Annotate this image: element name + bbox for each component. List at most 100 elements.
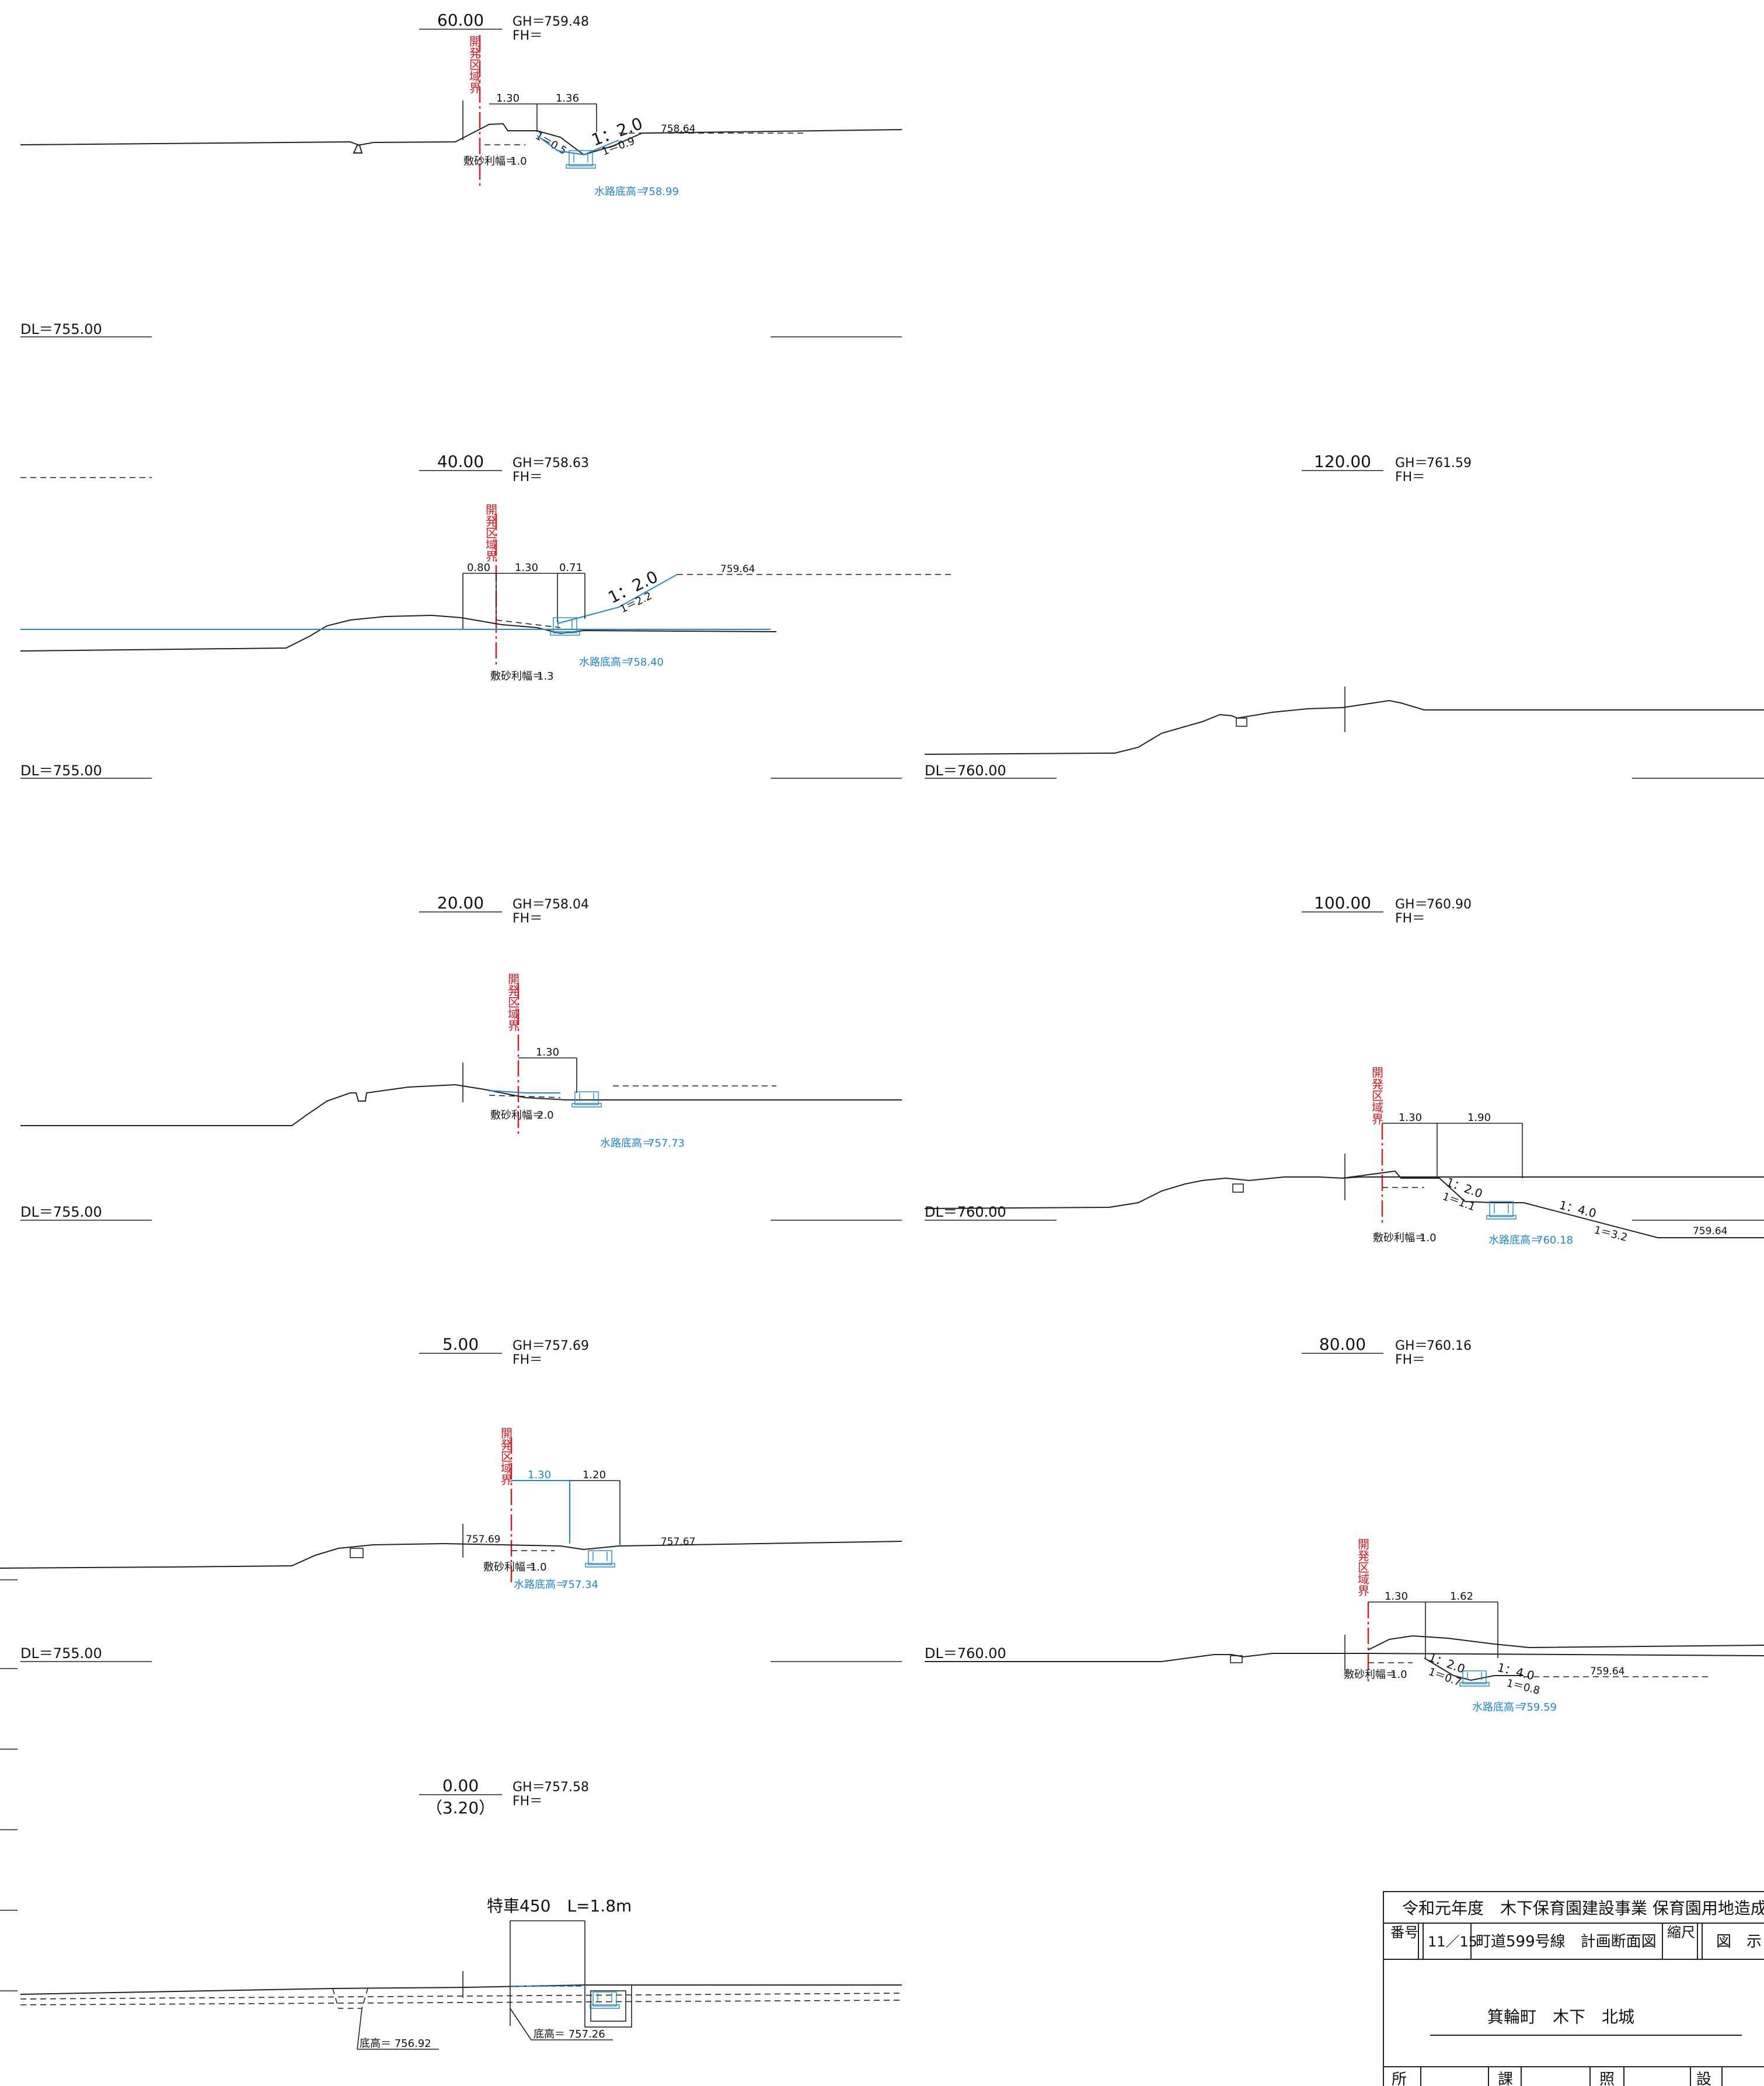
level-label: 759.64 xyxy=(720,563,755,575)
gravel-prefix: 敷砂利幅＝ xyxy=(463,155,516,168)
boundary-label: 開発区域界 xyxy=(1358,1537,1369,1598)
station-label: 5.00 xyxy=(442,1335,479,1354)
dim-2: 1.30 xyxy=(515,562,538,574)
svg-text:開発区域界: 開発区域界 xyxy=(469,34,481,95)
gravel-value: 1.0 xyxy=(510,155,527,168)
bottom-2: 底高＝ 757.26 xyxy=(534,2028,605,2040)
channel-bottom-prefix: 水路底高＝ xyxy=(600,1137,653,1150)
channel-bottom-value: 760.18 xyxy=(1536,1234,1573,1246)
fh-label: FH＝ xyxy=(1395,1353,1425,1367)
station-label: 20.00 xyxy=(437,893,484,913)
sheet-number: 11／15 xyxy=(1428,1934,1477,1950)
gravel-prefix: 敷砂利幅＝ xyxy=(483,1561,536,1573)
channel-bottom-value: 757.34 xyxy=(562,1579,598,1591)
channel-bottom-value: 758.99 xyxy=(642,186,679,198)
channel-icon xyxy=(550,617,580,636)
fh-label: FH＝ xyxy=(513,1794,542,1809)
scale-value: 図 示 xyxy=(1716,1933,1762,1951)
channel-icon xyxy=(566,150,596,169)
gh-prefix: GH＝ xyxy=(1395,897,1428,912)
gh-prefix: GH＝ xyxy=(513,897,545,912)
gh-value: 757.58 xyxy=(544,1780,589,1795)
fh-label: FH＝ xyxy=(1395,470,1425,485)
station-label: 120.00 xyxy=(1314,452,1371,471)
datum-label: DL＝760.00 xyxy=(925,1204,1006,1220)
dim-1: 1.30 xyxy=(1399,1112,1422,1124)
roadside-ditch xyxy=(350,1548,364,1558)
channel-bottom-prefix: 水路底高＝ xyxy=(1472,1701,1525,1714)
scale-label: 縮尺 xyxy=(1667,1924,1695,1941)
no-label-1: 番号 xyxy=(1390,1924,1418,1941)
boundary-label: 開発区域界 xyxy=(469,34,481,95)
location: 箕輪町 木下 北城 xyxy=(1487,2007,1634,2026)
datum-label: DL＝755.00 xyxy=(20,1645,102,1662)
gravel-value: 1.0 xyxy=(530,1561,547,1573)
gh-prefix: GH＝ xyxy=(1395,456,1428,471)
channel-bottom-value: 759.59 xyxy=(1520,1701,1557,1714)
dim-2: 1.36 xyxy=(556,92,579,105)
project-title: 令和元年度 木下保育園建設事業 保育園用地造成工 xyxy=(1402,1899,1764,1918)
channel-bottom-value: 758.40 xyxy=(627,656,664,668)
channel-icon xyxy=(571,1091,602,1108)
fh-label: FH＝ xyxy=(513,1353,542,1367)
boundary-label: 開発区域界 xyxy=(508,972,520,1033)
gh-value: 758.63 xyxy=(544,456,589,471)
boundary-label: 開発区域界 xyxy=(1372,1065,1383,1126)
gh-value: 760.90 xyxy=(1427,897,1472,912)
station-label: 60.00 xyxy=(437,11,484,30)
gravel-prefix: 敷砂利幅＝ xyxy=(1344,1669,1396,1681)
dim-2: 1.90 xyxy=(1467,1112,1491,1124)
datum-label: DL＝755.00 xyxy=(20,321,102,337)
gh-prefix: GH＝ xyxy=(513,1780,545,1795)
gh-value: 758.04 xyxy=(544,897,589,912)
datum-label: DL＝760.00 xyxy=(925,762,1006,779)
station-label: 80.00 xyxy=(1319,1335,1366,1354)
section-60: 60.00 GH＝ 759.48 FH＝ 開発区域界 1.30 1.36 1：2… xyxy=(20,11,902,478)
station-sub: （3.20） xyxy=(426,1798,495,1817)
station-label: 100.00 xyxy=(1314,893,1371,913)
station-label: 40.00 xyxy=(437,452,484,471)
slope-1: 1＝0.5 xyxy=(534,130,569,157)
gravel-prefix: 敷砂利幅＝ xyxy=(490,670,543,682)
channel-icon xyxy=(590,1991,620,2009)
row-label-3: 照 xyxy=(1599,2071,1615,2086)
row-label-4: 設 xyxy=(1696,2071,1711,2086)
section-0: 0.00 （3.20） GH＝ 757.58 FH＝ 特車450 L=1.8m … xyxy=(20,1776,902,2050)
dim-1: 0.80 xyxy=(467,562,490,574)
title-block: 令和元年度 木下保育園建設事業 保育園用地造成工 番号 11／15 町道599号… xyxy=(1383,1891,1764,2086)
drawing-name: 町道599号線 計画断面図 xyxy=(1476,1933,1657,1951)
section-5: 5.00 GH＝ 757.69 FH＝ 開発区域界 1.30 1.20 757.… xyxy=(0,1335,902,1991)
gravel-value: 1.3 xyxy=(537,670,554,682)
gh-prefix: GH＝ xyxy=(513,456,545,471)
gravel-value: 1.0 xyxy=(1390,1669,1407,1681)
datum-label: DL＝755.00 xyxy=(20,762,102,779)
slope-4: 1＝3.2 xyxy=(1593,1224,1629,1244)
section-100: 100.00 GH＝ 760.90 FH＝ 開発区域界 1.30 1.90 1：… xyxy=(924,893,1764,1246)
dim-2: 1.62 xyxy=(1450,1590,1473,1603)
row-label-1: 所 xyxy=(1392,2071,1407,2086)
section-40: 40.00 GH＝ 758.63 FH＝ 開発区域界 0.80 1.30 0.7… xyxy=(20,452,951,779)
fh-label: FH＝ xyxy=(513,911,542,926)
gh-prefix: GH＝ xyxy=(513,15,545,29)
gravel-prefix: 敷砂利幅＝ xyxy=(1373,1232,1425,1244)
gravel-value: 2.0 xyxy=(537,1109,554,1122)
gravel-prefix: 敷砂利幅＝ xyxy=(490,1109,543,1122)
channel-bottom-value: 757.73 xyxy=(648,1137,685,1150)
gh-prefix: GH＝ xyxy=(1395,1339,1428,1353)
channel-icon xyxy=(1459,1670,1490,1687)
dim-1: 1.30 xyxy=(496,92,520,105)
section-20: 20.00 GH＝ 758.04 FH＝ 開発区域界 1.30 敷砂利幅＝ 2.… xyxy=(20,893,902,1221)
dim-3: 0.71 xyxy=(559,562,583,574)
gh-value: 760.16 xyxy=(1427,1339,1472,1353)
gravel-value: 1.0 xyxy=(1420,1232,1437,1244)
station-label: 0.00 xyxy=(442,1776,479,1795)
channel-bottom-prefix: 水路底高＝ xyxy=(594,186,647,198)
level-label: 759.64 xyxy=(1590,1666,1624,1677)
culvert-label: 特車450 L=1.8m xyxy=(487,1896,632,1916)
channel-icon xyxy=(1486,1201,1517,1220)
section-120: 120.00 GH＝ 761.59 FH＝ DL＝760.00 xyxy=(924,452,1764,779)
bottom-1: 底高＝ 756.92 xyxy=(360,2038,431,2050)
datum-label: DL＝755.00 xyxy=(20,1204,102,1220)
channel-bottom-prefix: 水路底高＝ xyxy=(1488,1234,1541,1246)
